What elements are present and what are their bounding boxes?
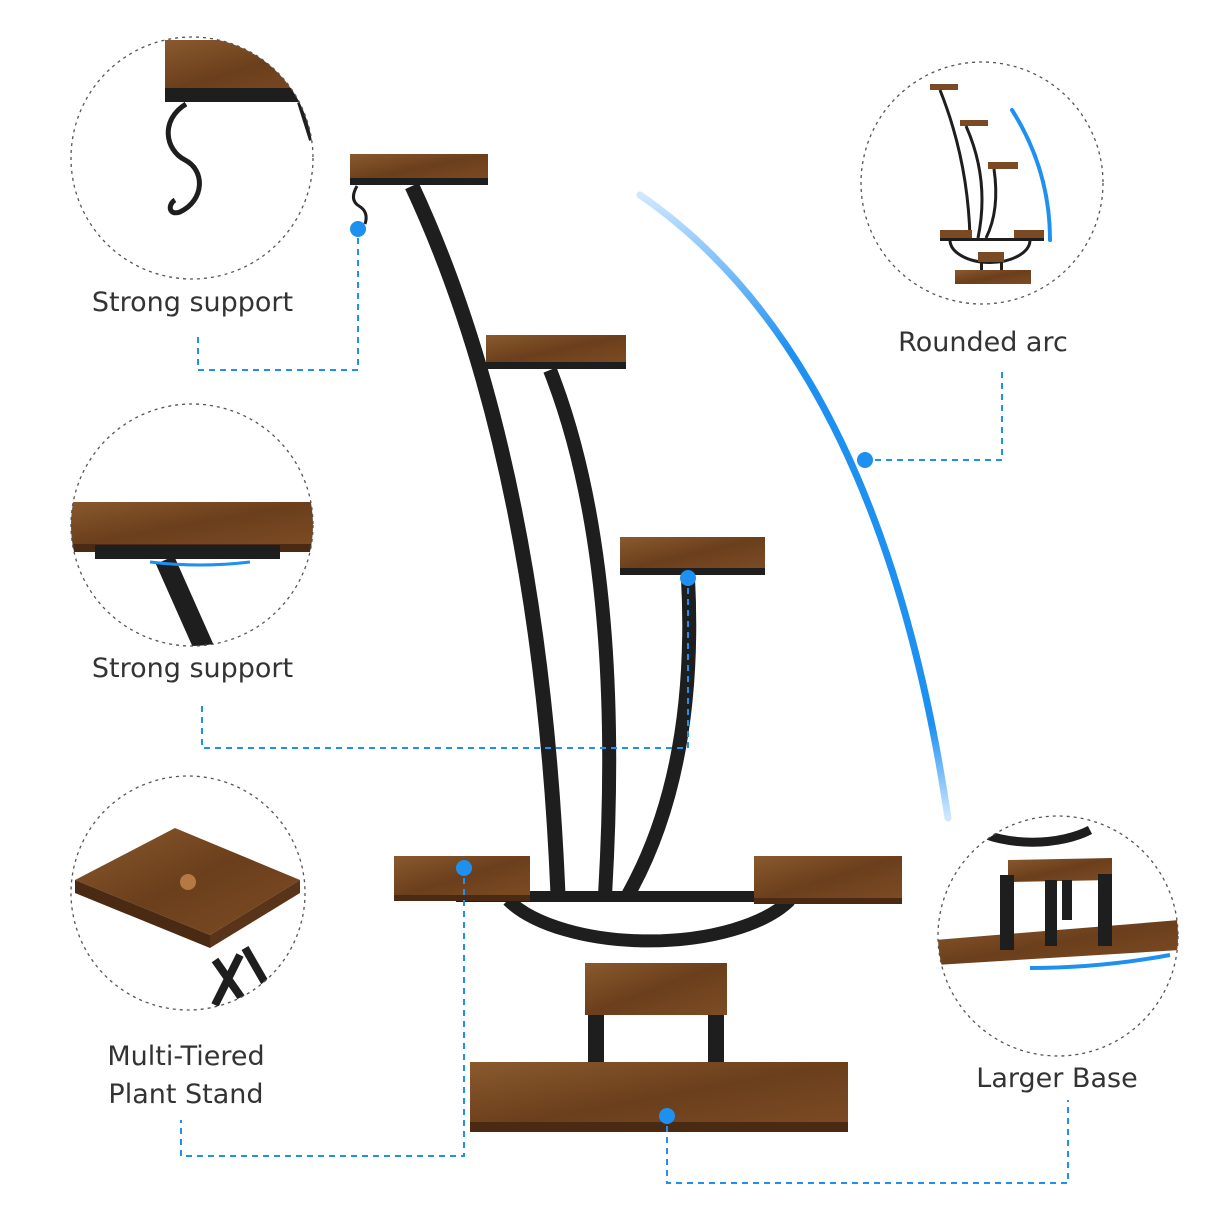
label-multi-tiered-line1: Multi-Tiered bbox=[107, 1041, 265, 1072]
stand-leg-2 bbox=[543, 367, 617, 896]
detail-circle-bracket bbox=[70, 403, 314, 647]
label-strong-support-bracket: Strong support bbox=[91, 653, 294, 684]
shelf-second bbox=[486, 335, 626, 369]
plant-stand-main bbox=[350, 154, 902, 1132]
leader-lines bbox=[180, 238, 1069, 1184]
stand-half-ring bbox=[503, 895, 795, 948]
hook-detail-icon bbox=[165, 101, 202, 216]
label-multi-tiered-plant-stand: Multi-Tiered Plant Stand bbox=[60, 1038, 312, 1114]
arc-profile-icon bbox=[930, 84, 1052, 284]
callout-dots bbox=[350, 221, 873, 1124]
stand-base bbox=[470, 1062, 848, 1132]
detail-circle-hook bbox=[70, 36, 314, 280]
rounded-arc-indicator bbox=[636, 191, 952, 822]
label-rounded-arc: Rounded arc bbox=[898, 327, 1068, 358]
detail-circle-arc bbox=[860, 61, 1104, 305]
detail-circle-wood-shelf bbox=[70, 775, 306, 1011]
shelf-third bbox=[620, 537, 765, 575]
stool-top bbox=[585, 963, 727, 1015]
shelf-bracket-detail-icon bbox=[155, 555, 215, 646]
detail-circle-base bbox=[937, 815, 1179, 1057]
stand-crossbar bbox=[456, 891, 848, 902]
label-larger-base: Larger Base bbox=[976, 1063, 1138, 1094]
hook bbox=[352, 185, 368, 225]
shelf-right bbox=[754, 856, 902, 904]
stand-leg-1 bbox=[405, 182, 566, 896]
label-multi-tiered-line2: Plant Stand bbox=[108, 1079, 264, 1110]
label-strong-support-hook: Strong support bbox=[91, 287, 294, 318]
shelf-top bbox=[350, 154, 488, 185]
stand-leg-3 bbox=[621, 577, 697, 899]
